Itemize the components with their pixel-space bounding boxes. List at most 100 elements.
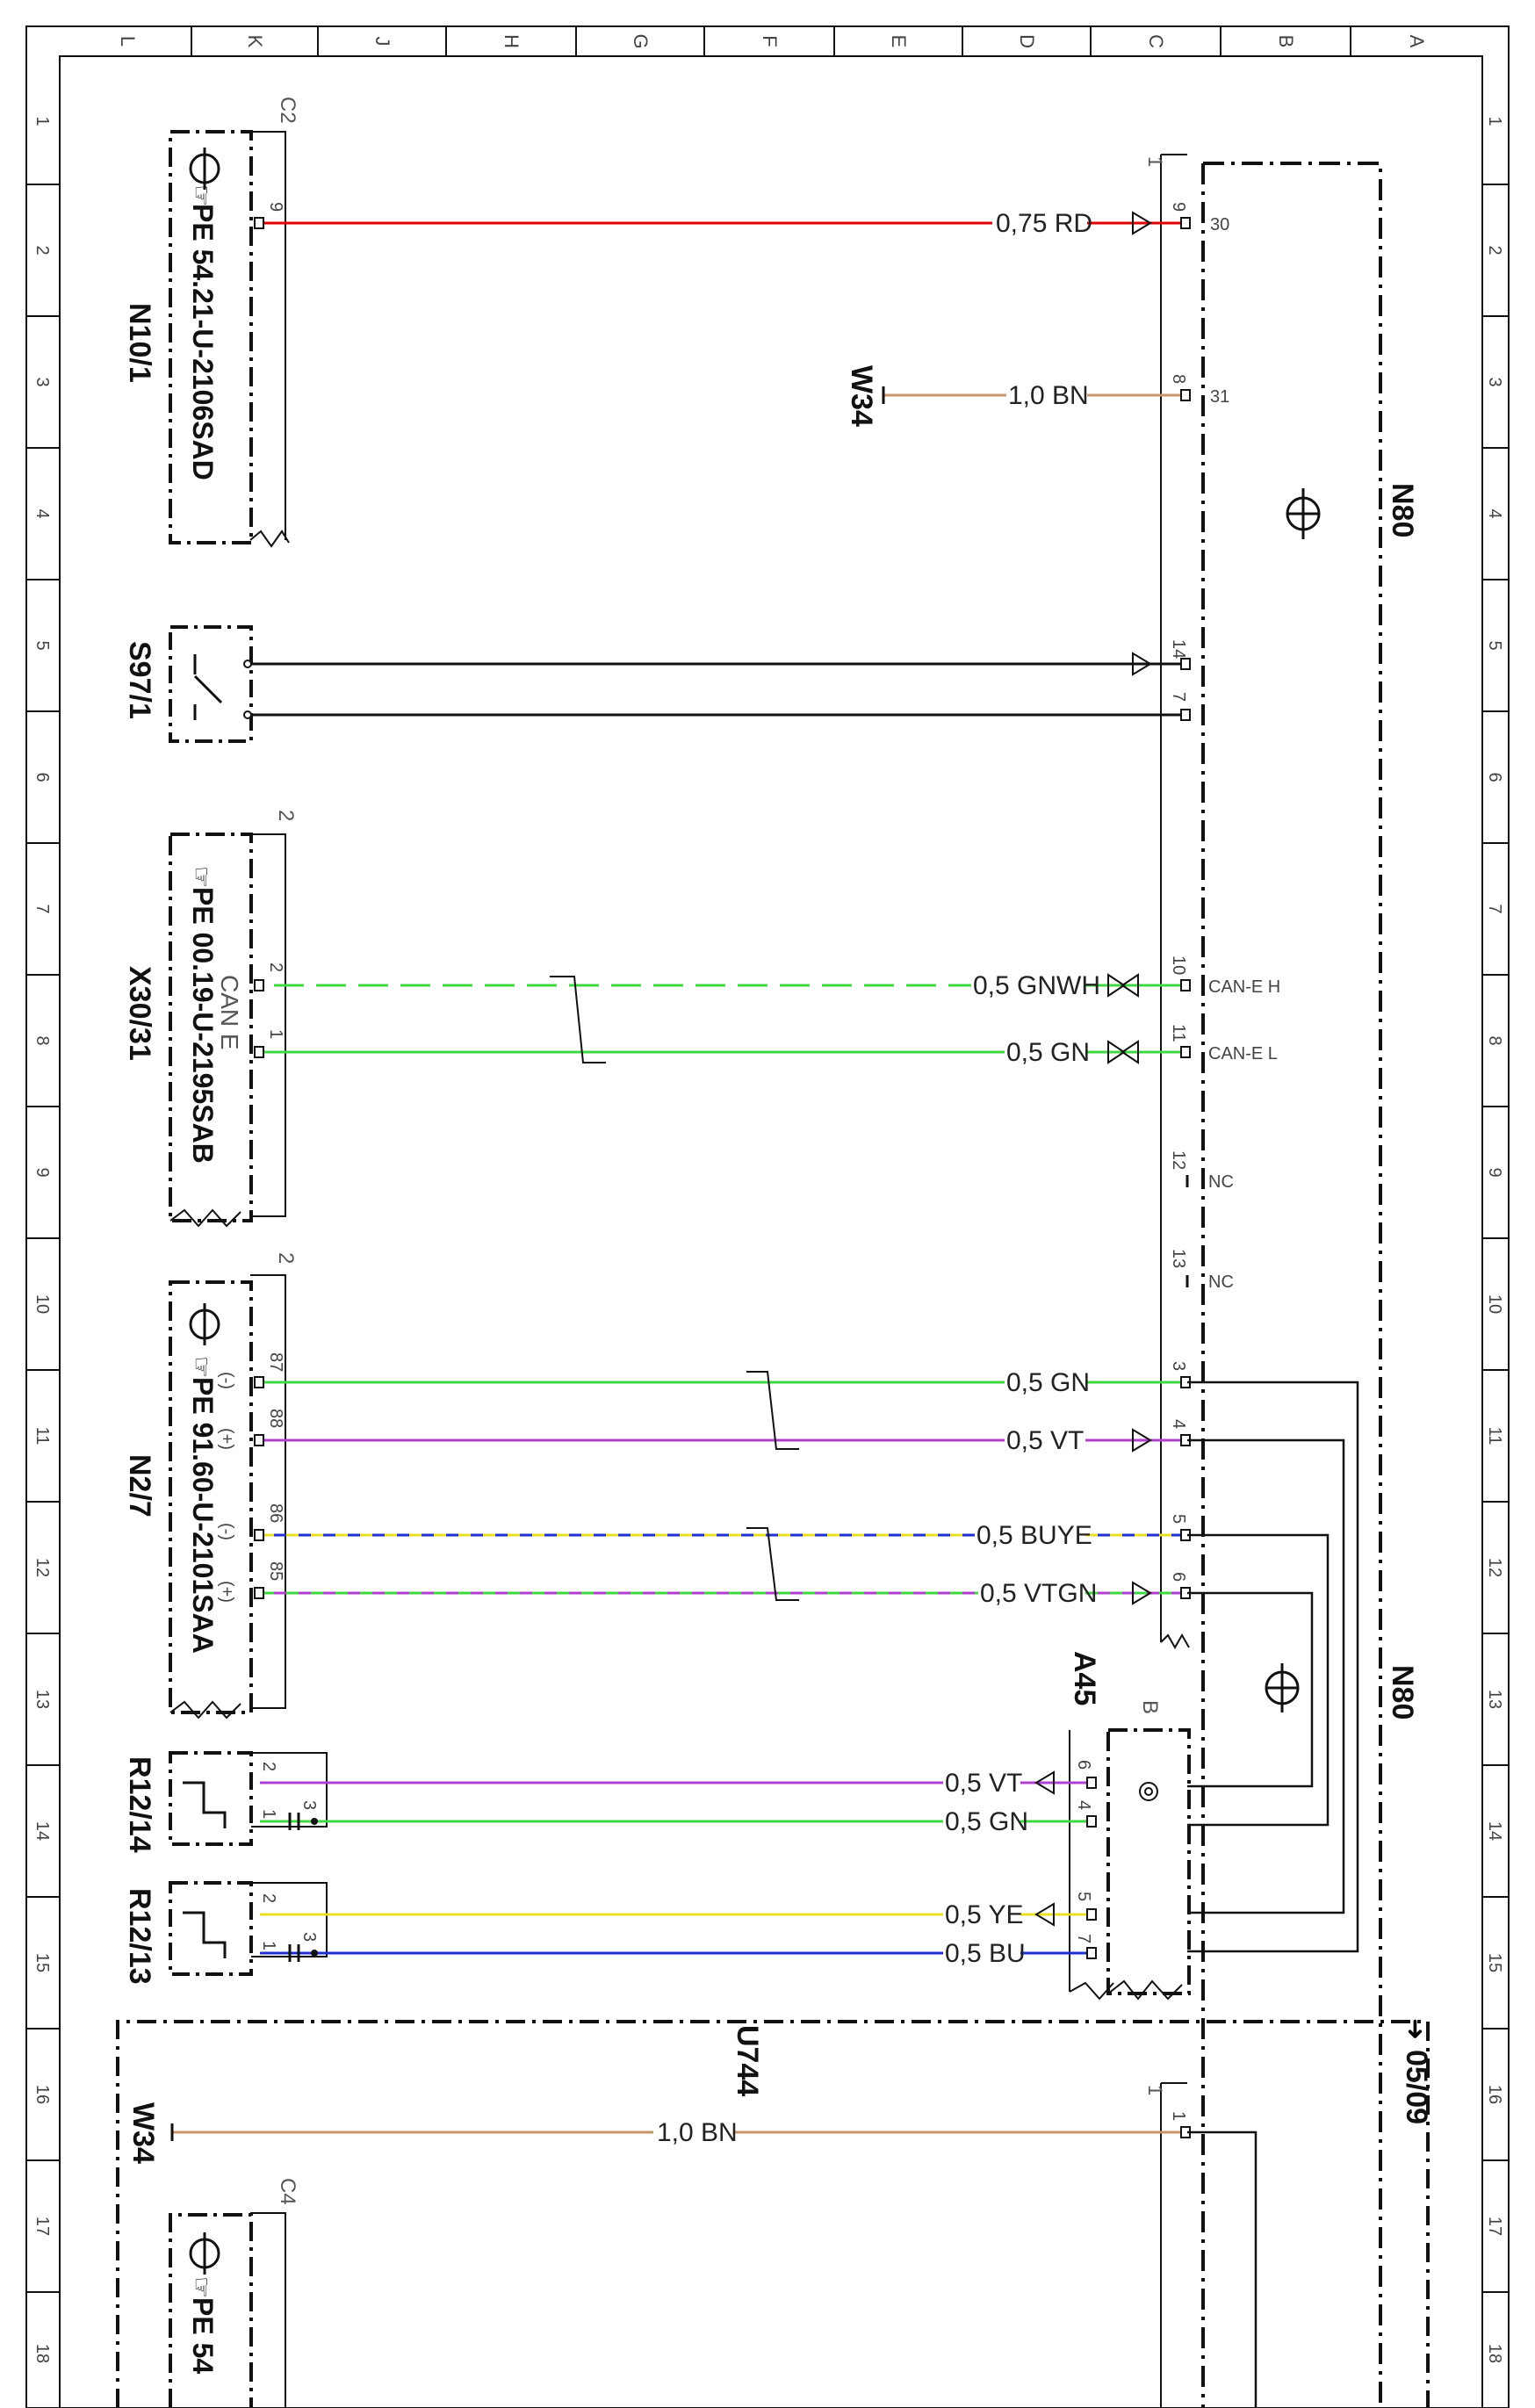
wire-vt2-to-pin: 6 [1074,1760,1093,1770]
wire-gn3-to-pin: 4 [1074,1800,1093,1810]
bottom-pe-label: PE 54 [187,2297,219,2374]
row-label-13-left: 13 [32,1690,52,1709]
wire-gn3-from-pin: 1 [259,1809,278,1819]
n80-connector-block: 1 [1144,154,1190,1650]
row-label-17-left: 17 [32,2217,52,2236]
row-label-3-right: 3 [1485,377,1504,386]
row-label-14-left: 14 [32,1821,52,1841]
twisted-pair-marker-1 [550,976,606,1063]
wire-bn2: W34 1,0 BN 1 [126,2102,1258,2408]
n2-7-component [169,1274,286,1719]
bottom-component [169,2212,286,2408]
wire-bu-to-pin: 7 [1074,1934,1093,1943]
wire-vtgn-from-pin: 85 [266,1561,285,1581]
hand-icon-4: ☞ [188,2276,215,2298]
col-label-J: J [371,37,393,47]
row-label-5-right: 5 [1485,640,1504,650]
s97-1-label: S97/1 [123,641,156,719]
n80-ground-symbol [1286,488,1321,539]
page-reference: ➜ 05/09 [1400,2018,1433,2124]
wire-vtgn: (+) 85 6 0,5 VTGN [217,1561,1191,1608]
wire-buye-to-pin: 5 [1169,1514,1188,1524]
row-label-7-right: 7 [1485,904,1504,913]
wire-rd-to-pin: 9 [1169,202,1188,212]
n10-1-component [169,130,290,548]
n2-7-pe-label: PE 91.60-U-2101SAA [187,1377,219,1654]
column-band [191,26,1351,56]
twisted-pair-marker-3 [746,1527,799,1601]
w34-top-label: W34 [845,365,878,427]
wire-rd-from-pin: 9 [266,202,285,212]
wire-gn1: 1 11 0,5 GN CAN-E L [254,1024,1278,1067]
pin-nc13: 13 NC [1169,1249,1234,1292]
wire-bu-from-pin2: 3 [299,1932,319,1942]
wire-s14-to-pin: 14 [1169,639,1188,659]
wire-vtgn-sign: (+) [217,1581,236,1603]
row-label-3-left: 3 [32,377,52,386]
wire-bn1-to-label: 31 [1210,387,1229,407]
n80-label-mid: N80 [1386,1665,1419,1719]
wire-gn3-label: 0,5 GN [945,1807,1028,1836]
a45-connector: B [1138,1700,1162,1714]
wire-buye-sign: (-) [217,1523,236,1540]
row-label-1-right: 1 [1485,116,1504,126]
bottom-connector: C4 [276,2178,299,2205]
row-label-9-left: 9 [32,1167,52,1177]
hand-icon-3: ☞ [188,1356,215,1378]
wire-gnwh-to-label: CAN-E H [1208,977,1280,997]
col-label-L: L [117,36,139,47]
row-label-6-left: 6 [32,772,52,782]
wire-vtgn-label: 0,5 VTGN [980,1579,1097,1608]
row-label-5-left: 5 [32,640,52,650]
col-label-F: F [759,35,781,47]
nc12-label: NC [1208,1172,1234,1192]
row-label-8-right: 8 [1485,1035,1504,1045]
row-label-12-left: 12 [32,1558,52,1577]
wire-ye-label: 0,5 YE [945,1900,1024,1929]
n2-7-label: N2/7 [123,1454,156,1518]
row-label-1-left: 1 [32,116,52,126]
row-label-10-right: 10 [1485,1294,1504,1314]
hand-icon-2: ☞ [188,866,215,888]
s97-1-switch [169,625,253,743]
column-labels: L K J H G F E D C B A [117,33,1428,48]
wire-vt1-label: 0,5 VT [1006,1426,1084,1455]
row-label-15-right: 15 [1485,1953,1504,1972]
n80-lower-connector-number: 1 [1144,2085,1166,2095]
col-label-B: B [1275,35,1297,48]
wire-gn2: (-) 87 3 0,5 GN [217,1352,1191,1397]
col-label-A: A [1406,35,1428,48]
drawing-frame [25,25,1510,2408]
row-label-2-right: 2 [1485,245,1504,255]
r12-13-label: R12/13 [123,1888,156,1985]
n2-7-connector: 2 [274,1252,298,1264]
n10-1-pe-label: PE 54.21-U-2106SAD [187,204,219,480]
row-label-9-right: 9 [1485,1167,1504,1177]
wire-s7: 7 [243,692,1191,721]
wire-buye-label: 0,5 BUYE [976,1521,1092,1550]
wire-bu-from-pin: 1 [259,1941,278,1950]
row-label-16-left: 16 [32,2085,52,2104]
w34-bottom-label: W34 [126,2102,160,2164]
row-label-11-left: 11 [32,1427,52,1446]
row-labels: 1 1 2 2 3 3 4 4 5 5 6 6 7 7 8 8 9 9 10 1… [32,116,1504,2363]
col-label-K: K [244,35,266,48]
row-label-18-right: 18 [1485,2344,1504,2363]
twisted-pair-marker-2 [746,1371,799,1450]
n80-lower-connector: 1 [1144,2082,1187,2408]
wire-bn1-label: 1,0 BN [1008,381,1089,410]
n80-module-outline [1201,162,1382,2408]
wire-gn1-to-pin: 11 [1169,1024,1188,1042]
wire-vtgn-to-pin: 6 [1169,1572,1188,1582]
x30-31-component [169,833,286,1228]
wire-gn1-to-label: CAN-E L [1208,1044,1278,1063]
row-label-4-right: 4 [1485,508,1504,518]
r12-14-label: R12/14 [123,1756,156,1853]
row-label-13-right: 13 [1485,1690,1504,1709]
nc12-pin: 12 [1169,1150,1188,1170]
ref-arrow-icon: ➜ [1401,2018,1430,2040]
row-label-7-left: 7 [32,904,52,913]
wire-s14: 14 [243,639,1191,676]
x30-31-pe-label: PE 00.19-U-2195SAB [187,887,219,1164]
